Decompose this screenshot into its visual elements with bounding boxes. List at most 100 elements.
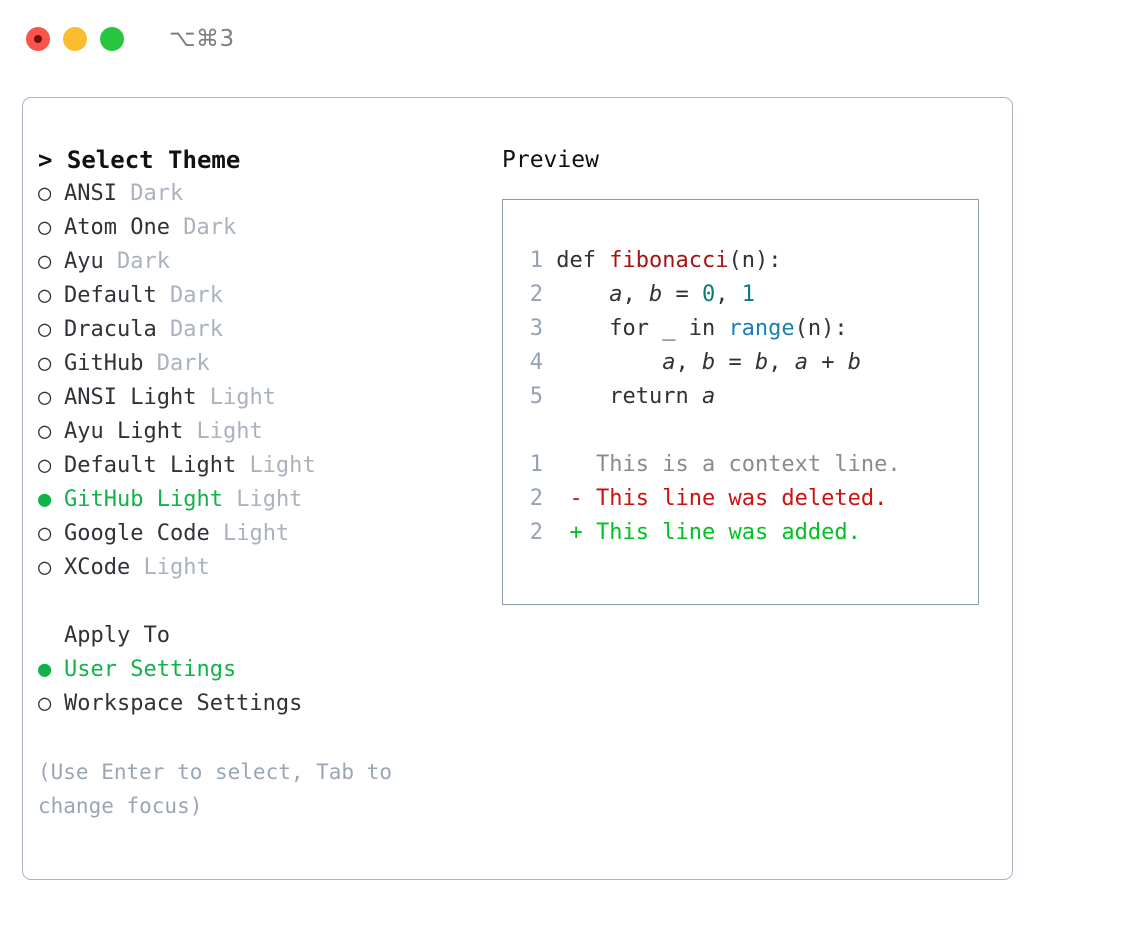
theme-option-ayu[interactable]: ○Ayu Dark xyxy=(38,245,488,279)
line-number: 2 xyxy=(529,520,543,545)
theme-option-label: Dracula xyxy=(64,317,157,342)
radio-unselected-icon: ○ xyxy=(38,317,52,342)
diff-marker: + xyxy=(569,520,583,545)
spacer xyxy=(519,414,972,448)
apply-to-option-workspace-settings[interactable]: ○Workspace Settings xyxy=(38,687,488,721)
theme-option-dracula[interactable]: ○ Dracula Dark xyxy=(38,313,488,347)
theme-kind-badge: Light xyxy=(249,453,316,478)
code-token: , xyxy=(715,282,742,307)
theme-kind-badge: Light xyxy=(209,385,276,410)
theme-option-github-light[interactable]: ● GitHub Light Light xyxy=(38,483,488,517)
preview-title: Preview xyxy=(502,147,599,173)
theme-option-label: Default Light xyxy=(64,453,237,478)
radio-unselected-icon: ○ xyxy=(38,283,52,308)
code-token: for _ in xyxy=(556,316,729,341)
code-token: , xyxy=(675,350,702,375)
code-token: b xyxy=(648,282,663,307)
theme-option-label: Atom One xyxy=(64,215,170,240)
theme-kind-badge: Dark xyxy=(183,215,237,240)
code-token xyxy=(556,350,662,375)
code-token: + xyxy=(807,350,848,375)
code-token: (n): xyxy=(794,316,848,341)
theme-option-label: ANSI xyxy=(64,181,117,206)
theme-option-google-code[interactable]: ○Google Code Light xyxy=(38,517,488,551)
theme-kind-badge: Dark xyxy=(130,181,184,206)
code-line: 4 a, b = b, a + b xyxy=(519,346,972,380)
radio-unselected-icon: ○ xyxy=(38,419,52,444)
theme-option-ansi-light[interactable]: ○ ANSI Light Light xyxy=(38,381,488,415)
theme-option-label: Ayu xyxy=(64,249,104,274)
code-line: 1 def fibonacci(n): xyxy=(519,244,972,278)
theme-option-label: Google Code xyxy=(64,521,210,546)
code-token: b xyxy=(754,350,769,375)
theme-kind-badge: Dark xyxy=(156,351,210,376)
radio-unselected-icon: ○ xyxy=(38,555,52,580)
preview-pane: Preview 1 def fibonacci(n):2 a, b = 0, 1… xyxy=(502,143,1002,605)
code-token: = xyxy=(715,350,755,375)
radio-unselected-icon: ○ xyxy=(38,249,52,274)
theme-option-ansi[interactable]: ○ANSI Dark xyxy=(38,177,488,211)
diff-line-add: 2 + This line was added. xyxy=(519,516,972,550)
code-token: , xyxy=(622,282,649,307)
theme-kind-badge: Dark xyxy=(169,317,223,342)
theme-kind-badge: Light xyxy=(196,419,263,444)
diff-marker xyxy=(570,452,583,477)
code-token: def xyxy=(556,248,610,273)
keyboard-hint: (Use Enter to select, Tab to change focu… xyxy=(38,760,405,818)
code-line: 2 a, b = 0, 1 xyxy=(519,278,972,312)
line-number: 4 xyxy=(529,350,543,375)
maximize-window-button[interactable] xyxy=(100,27,124,51)
code-token: (n): xyxy=(728,248,782,273)
code-token: 1 xyxy=(741,282,755,307)
theme-kind-badge: Light xyxy=(236,487,303,512)
traffic-light-controls xyxy=(26,27,124,51)
radio-selected-icon: ● xyxy=(38,487,52,512)
code-line: 3 for _ in range(n): xyxy=(519,312,972,346)
apply-to-list[interactable]: ● User Settings ○Workspace Settings xyxy=(38,653,488,721)
diff-text: This is a context line. xyxy=(596,452,901,477)
diff-text: This line was added. xyxy=(596,520,861,545)
code-token: fibonacci xyxy=(609,248,729,273)
radio-unselected-icon: ○ xyxy=(38,215,52,240)
theme-option-label: GitHub Light xyxy=(64,487,223,512)
radio-unselected-icon: ○ xyxy=(38,385,52,410)
theme-option-xcode[interactable]: ○XCode Light xyxy=(38,551,488,585)
apply-to-option-user-settings[interactable]: ● User Settings xyxy=(38,653,488,687)
apply-to-option-label: User Settings xyxy=(64,657,237,682)
code-line: 5 return a xyxy=(519,380,972,414)
diff-line-ctx: 1 This is a context line. xyxy=(519,448,972,482)
diff-sample: 1 This is a context line.2 - This line w… xyxy=(519,448,972,550)
code-token: 0 xyxy=(701,282,716,307)
code-token: a xyxy=(794,350,808,375)
code-token xyxy=(556,282,609,307)
close-window-button[interactable] xyxy=(26,27,50,51)
diff-text: This line was deleted. xyxy=(596,486,888,511)
title-bar: ⌥⌘3 xyxy=(0,0,1140,78)
theme-list[interactable]: ○ANSI Dark○Atom One Dark○Ayu Dark○Defaul… xyxy=(38,177,488,585)
theme-kind-badge: Dark xyxy=(169,283,223,308)
theme-option-atom-one[interactable]: ○ Atom One Dark xyxy=(38,211,488,245)
line-number: 2 xyxy=(529,282,543,307)
line-number: 1 xyxy=(529,452,543,477)
code-token: return xyxy=(556,384,702,409)
code-token: range xyxy=(728,316,795,341)
minimize-window-button[interactable] xyxy=(63,27,87,51)
code-token: , xyxy=(768,350,795,375)
theme-option-label: Ayu Light xyxy=(64,419,184,444)
theme-option-github[interactable]: ○GitHub Dark xyxy=(38,347,488,381)
theme-picker-pane: > Select Theme ○ANSI Dark○Atom One Dark○… xyxy=(38,143,488,823)
theme-option-default-light[interactable]: ○Default Light Light xyxy=(38,449,488,483)
apply-to-heading: Apply To xyxy=(64,623,170,648)
code-token: b xyxy=(847,350,861,375)
theme-option-label: XCode xyxy=(64,555,131,580)
theme-option-ayu-light[interactable]: ○ Ayu Light Light xyxy=(38,415,488,449)
radio-unselected-icon: ○ xyxy=(38,691,52,716)
radio-selected-icon: ● xyxy=(38,657,52,682)
line-number: 3 xyxy=(529,316,543,341)
theme-option-default[interactable]: ○Default Dark xyxy=(38,279,488,313)
diff-line-del: 2 - This line was deleted. xyxy=(519,482,972,516)
line-number: 2 xyxy=(529,486,543,511)
theme-option-label: ANSI Light xyxy=(64,385,197,410)
